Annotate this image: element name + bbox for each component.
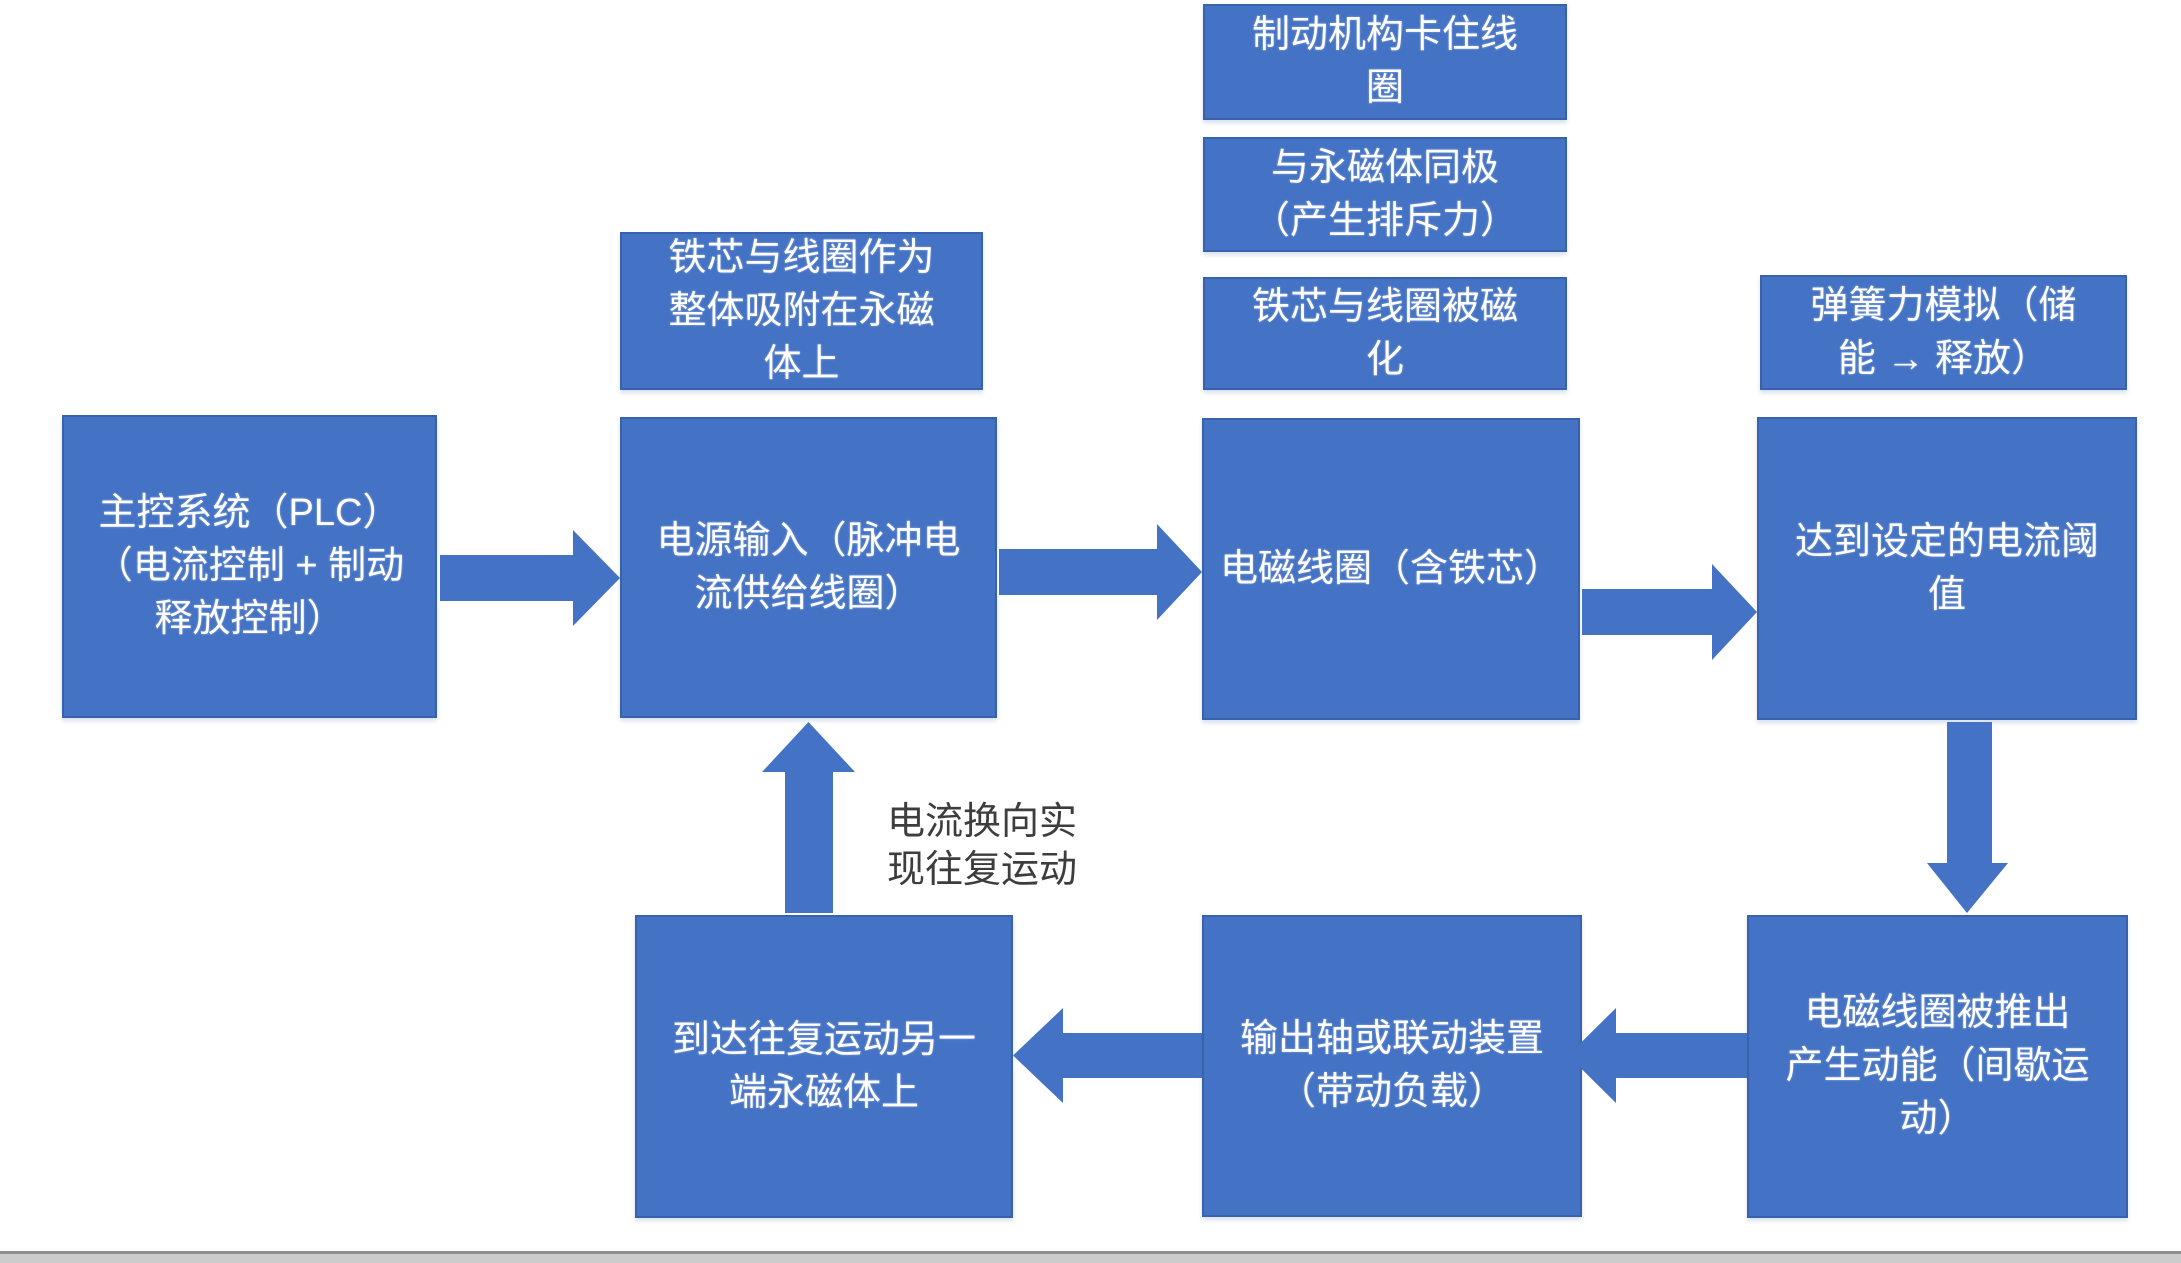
annotation-core-coil-adsorbed: 铁芯与线圈作为 整体吸附在永磁 体上 bbox=[620, 232, 983, 390]
arrow-plc-to-power-input-icon bbox=[440, 530, 620, 626]
annotation-brake-locks-coil: 制动机构卡住线 圈 bbox=[1203, 4, 1567, 120]
node-other-end: 到达往复运动另一 端永磁体上 bbox=[635, 915, 1013, 1218]
annotation-core-coil-magnetized: 铁芯与线圈被磁 化 bbox=[1203, 277, 1567, 390]
annotation-core-coil-magnetized-label: 铁芯与线圈被磁 化 bbox=[1251, 285, 1518, 381]
node-plc-label: 主控系统（PLC） （电流控制 + 制动 释放控制） bbox=[94, 492, 405, 640]
annotation-spring-force: 弹簧力模拟（储 能 → 释放） bbox=[1760, 275, 2127, 390]
node-plc: 主控系统（PLC） （电流控制 + 制动 释放控制） bbox=[62, 415, 437, 718]
arrow-other-end-to-power-input-icon bbox=[762, 722, 855, 913]
arrow-threshold-to-pushed-out-icon bbox=[1927, 722, 2008, 913]
arrow-power-input-to-coil-icon bbox=[999, 524, 1202, 620]
annotation-spring-force-label: 弹簧力模拟（储 能 → 释放） bbox=[1810, 284, 2077, 380]
node-threshold: 达到设定的电流阈 值 bbox=[1757, 417, 2137, 720]
annotation-core-coil-adsorbed-label: 铁芯与线圈作为 整体吸附在永磁 体上 bbox=[668, 236, 935, 385]
node-power-input-label: 电源输入（脉冲电 流供给线圈） bbox=[656, 519, 961, 615]
node-output-shaft-label: 输出轴或联动装置 （带动负载） bbox=[1239, 1018, 1544, 1113]
node-pushed-out: 电磁线圈被推出 产生动能（间歇运 动） bbox=[1747, 915, 2128, 1218]
annotation-same-pole-repulsion: 与永磁体同极 （产生排斥力） bbox=[1203, 137, 1567, 252]
arrow-pushed-out-to-output-shaft-icon bbox=[1568, 1008, 1747, 1103]
annotation-brake-locks-coil-label: 制动机构卡住线 圈 bbox=[1251, 14, 1518, 109]
arrow-coil-to-threshold-icon bbox=[1582, 564, 1757, 660]
node-power-input: 电源输入（脉冲电 流供给线圈） bbox=[620, 417, 997, 718]
node-pushed-out-label: 电磁线圈被推出 产生动能（间歇运 动） bbox=[1785, 992, 2090, 1140]
window-bottom-edge bbox=[0, 1251, 2181, 1263]
node-output-shaft: 输出轴或联动装置 （带动负载） bbox=[1202, 915, 1582, 1217]
node-coil-label: 电磁线圈（含铁芯） bbox=[1219, 547, 1562, 590]
current-reversal-label: 电流换向实 现往复运动 bbox=[886, 801, 1077, 891]
arrow-output-shaft-to-other-end-icon bbox=[1013, 1008, 1202, 1103]
annotation-same-pole-repulsion-label: 与永磁体同极 （产生排斥力） bbox=[1251, 146, 1518, 242]
node-other-end-label: 到达往复运动另一 端永磁体上 bbox=[671, 1018, 976, 1114]
node-threshold-label: 达到设定的电流阈 值 bbox=[1794, 520, 2099, 616]
node-coil: 电磁线圈（含铁芯） bbox=[1202, 418, 1580, 720]
